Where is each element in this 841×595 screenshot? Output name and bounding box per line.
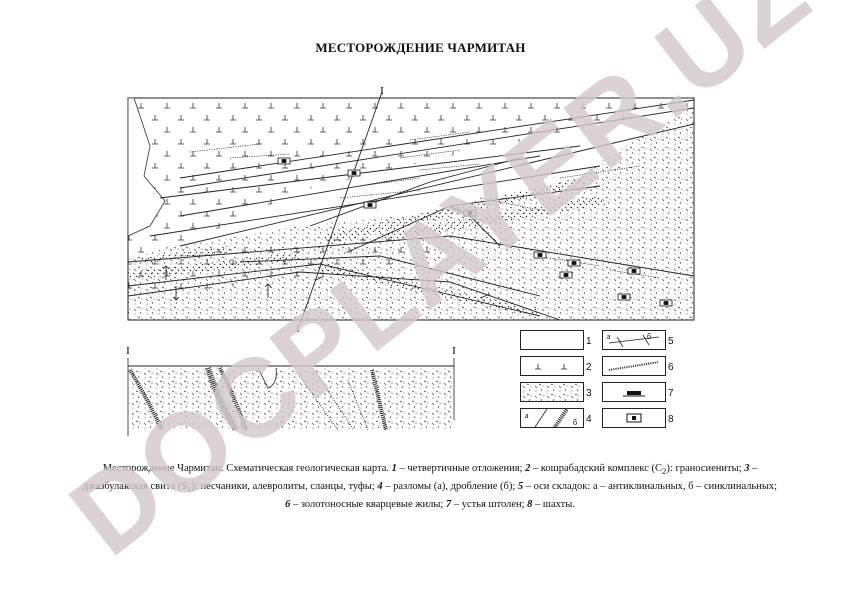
caption-text-5: – оси складок: а – антиклинальных, б – с… — [523, 481, 778, 493]
caption-text-1: – четвертичные отложения; — [396, 463, 526, 474]
caption-num-4: 4 — [377, 481, 383, 493]
legend-5-letter-b: б — [647, 332, 651, 341]
mine-shafts — [277, 157, 673, 307]
caption-num-2: 2 — [525, 463, 531, 474]
section-label-top: I — [380, 86, 384, 97]
legend-box-3 — [520, 382, 584, 402]
legend-num-1: 1 — [586, 336, 592, 347]
legend-num-8: 8 — [668, 414, 674, 425]
caption-sub-2: 2 — [662, 466, 667, 477]
caption-text-3: – джазбулакская свита (S — [82, 463, 758, 493]
caption-lead: Месторождение Чармитан. Схематическая ге… — [102, 463, 392, 474]
legend-5-letter-a: а — [607, 332, 611, 341]
legend-box-5: а б — [602, 330, 666, 350]
legend-box-6 — [602, 356, 666, 376]
legend-num-4: 4 — [586, 414, 592, 425]
caption-num-8: 8 — [527, 499, 533, 511]
legend-box-8 — [602, 408, 666, 428]
legend-num-3: 3 — [586, 388, 592, 399]
section-left-label: I — [126, 345, 130, 357]
figure-caption: Месторождение Чармитан. Схематическая ге… — [80, 461, 780, 512]
caption-text-8: – шахты. — [532, 499, 575, 511]
legend-num-7: 7 — [668, 388, 674, 399]
legend-4-letter-b: б — [573, 418, 577, 427]
caption-num-3: 3 — [744, 463, 750, 474]
legend-num-6: 6 — [668, 362, 674, 373]
legend-box-7 — [602, 382, 666, 402]
quaternary-deposit — [127, 97, 166, 237]
legend-box-4: а б — [520, 407, 584, 429]
legend-box-1 — [520, 330, 584, 350]
lower-granite — [128, 236, 450, 296]
section-label-bottom: I — [296, 323, 300, 332]
legend: 1 2 3 а б 4 а б 5 6 7 8 — [520, 330, 674, 440]
cross-section: I I — [126, 345, 456, 436]
quartz-veins — [179, 131, 661, 279]
legend-num-5: 5 — [668, 336, 674, 347]
caption-text-2b: ): граносиениты; — [666, 463, 745, 474]
legend-num-2: 2 — [586, 362, 592, 373]
section-right-label: I — [452, 345, 456, 357]
fold-axes — [162, 265, 491, 301]
caption-num-6: 6 — [285, 499, 291, 511]
caption-num-5: 5 — [517, 481, 524, 493]
caption-num-7: 7 — [445, 499, 452, 511]
caption-text-6: – золотоносные кварцевые жилы; — [290, 499, 446, 511]
legend-4-letter-a: а — [525, 411, 529, 420]
caption-num-1: 1 — [391, 463, 397, 474]
caption-sub-3: 1 — [187, 484, 192, 495]
caption-text-7: – устья штолен; — [451, 499, 528, 511]
breccia-bands — [128, 178, 608, 316]
page-title: МЕСТОРОЖДЕНИЕ ЧАРМИТАН — [315, 40, 526, 55]
caption-text-4: – разломы (а), дробление (б); — [382, 481, 518, 493]
legend-box-2 — [520, 356, 584, 376]
granosyenite-zone — [128, 98, 694, 256]
caption-text-3b: ): песчаники, алевролиты, сланцы, туфы; — [191, 481, 378, 493]
geological-map: I I — [127, 86, 695, 332]
section-line — [299, 91, 383, 325]
caption-text-2: – кошрабадский комплекс (C — [530, 463, 663, 474]
